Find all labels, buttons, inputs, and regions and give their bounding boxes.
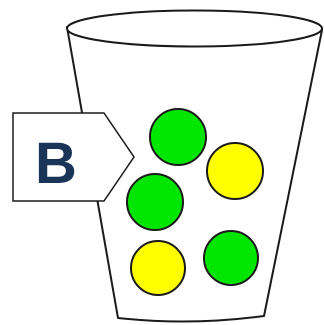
label-tag: B [12,112,135,202]
balls [126,108,264,296]
yellow-ball-2 [130,240,186,296]
yellow-ball-1 [206,142,264,200]
label-tag-shape [12,112,135,202]
green-ball-1 [149,108,207,166]
green-ball-2 [126,173,184,231]
green-ball-3 [203,230,259,286]
label-letter: B [35,131,77,196]
cup-rim [66,9,323,48]
